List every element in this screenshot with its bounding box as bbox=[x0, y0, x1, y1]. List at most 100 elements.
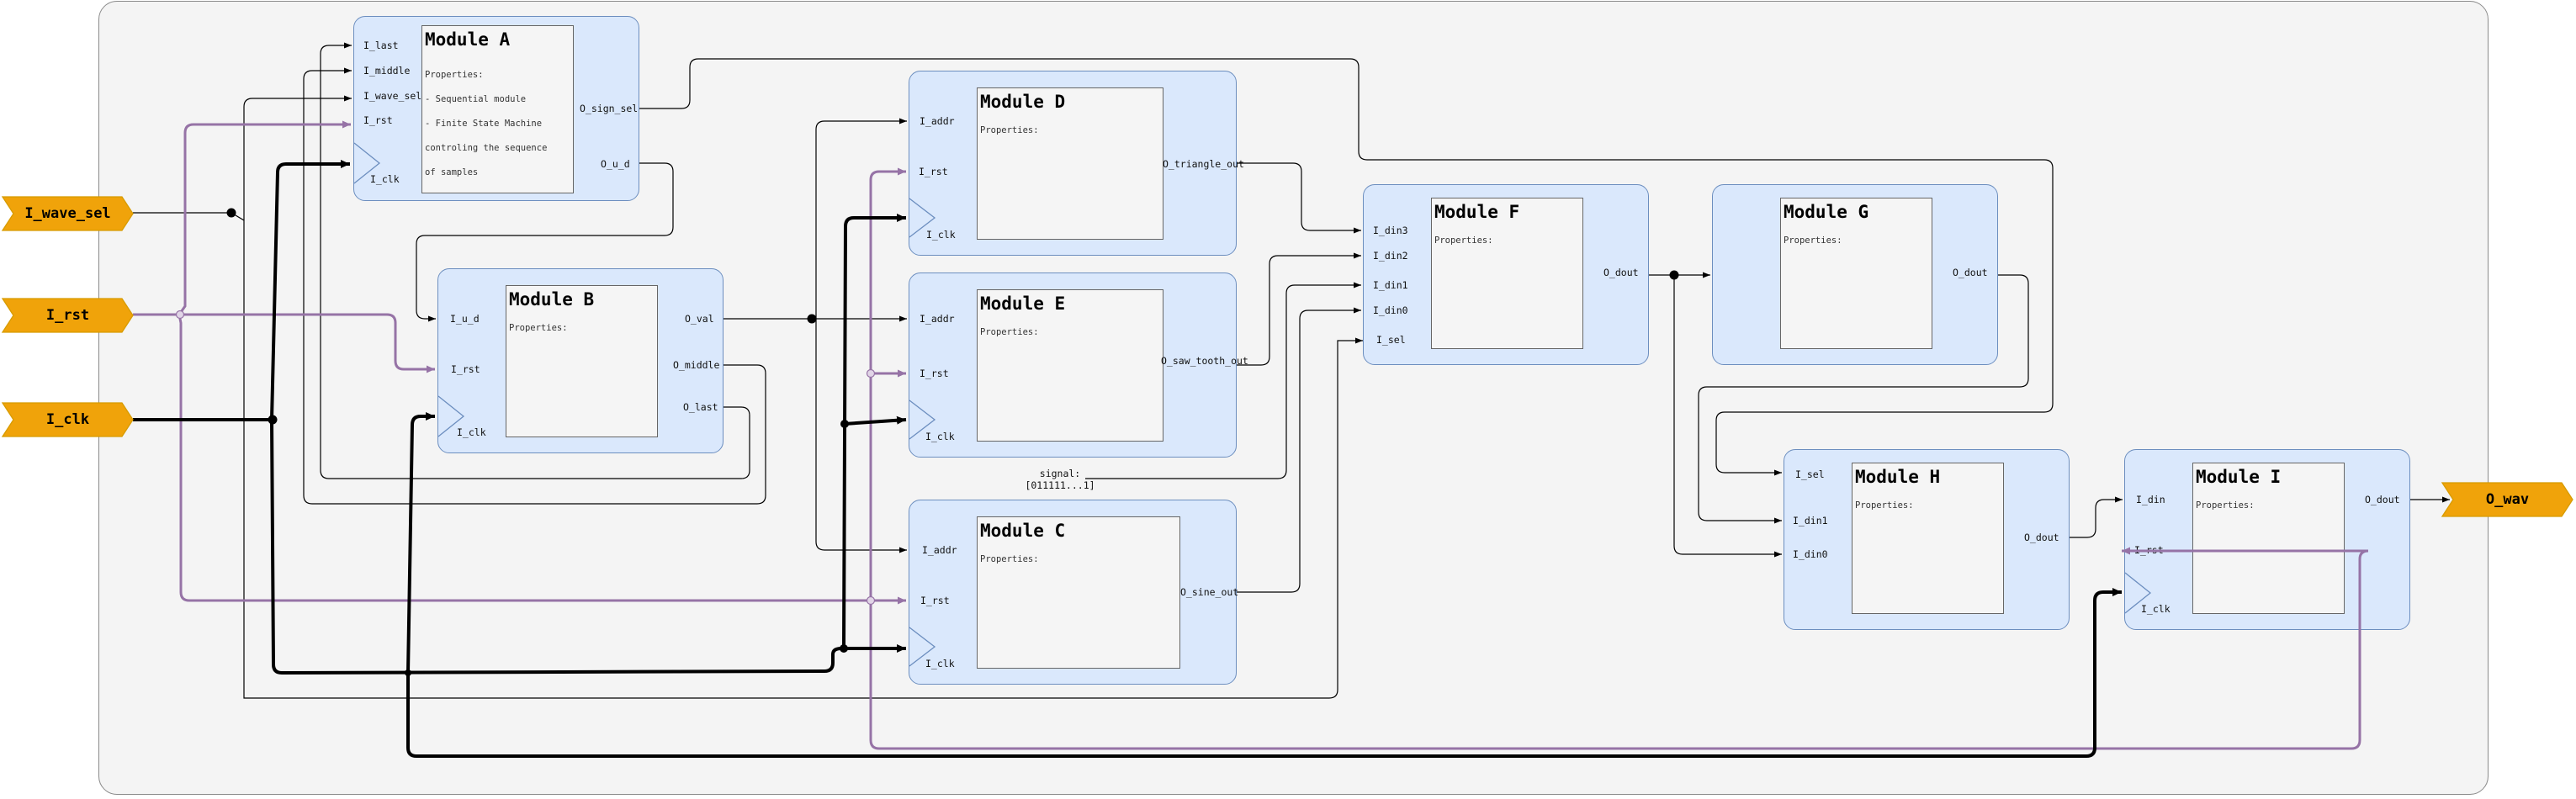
wire-o-sign-sel bbox=[639, 58, 2054, 476]
module-a-properties-label: Properties: bbox=[425, 70, 484, 80]
module-g-title: Module G bbox=[1784, 202, 1869, 222]
module-a-body: Module A Properties: - Sequential module… bbox=[421, 25, 574, 193]
port-d-o-triangle-out: O_triangle_out bbox=[1163, 158, 1244, 170]
port-h-o-dout: O_dout bbox=[2024, 532, 2059, 543]
module-a-property: - Sequential module bbox=[425, 94, 527, 104]
junction-rst bbox=[175, 310, 185, 320]
junction-clk-e bbox=[840, 420, 849, 428]
signal-annotation-line2: [011111...1] bbox=[1025, 479, 1095, 491]
wire-signal-const bbox=[1085, 282, 1361, 479]
port-a-i-middle: I_middle bbox=[363, 65, 411, 77]
port-b-i-clk: I_clk bbox=[457, 426, 486, 438]
module-d[interactable]: Module D Properties: bbox=[909, 71, 1237, 256]
module-c-properties-label: Properties: bbox=[980, 554, 1039, 564]
port-a-o-sign-sel: O_sign_sel bbox=[580, 103, 639, 114]
wire-rst-to-d-e-i bbox=[869, 167, 906, 601]
module-g-properties-label: Properties: bbox=[1784, 235, 1842, 246]
junction-f-dout bbox=[1669, 270, 1679, 280]
module-e[interactable]: Module E Properties: bbox=[909, 273, 1237, 458]
input-pin-wave-sel[interactable]: I_wave_sel bbox=[24, 205, 111, 222]
module-e-properties-label: Properties: bbox=[980, 327, 1039, 337]
port-d-i-rst: I_rst bbox=[919, 166, 948, 177]
port-c-i-rst: I_rst bbox=[920, 595, 950, 606]
module-i-title: Module I bbox=[2196, 467, 2282, 487]
input-pin-rst[interactable]: I_rst bbox=[45, 307, 90, 324]
module-a-title: Module A bbox=[425, 29, 511, 50]
port-a-i-rst: I_rst bbox=[363, 114, 393, 126]
port-e-o-saw-tooth-out: O_saw_tooth_out bbox=[1161, 355, 1248, 367]
clock-triangle-e bbox=[909, 400, 936, 440]
module-b-properties-label: Properties: bbox=[509, 323, 568, 333]
junction-wave-sel bbox=[226, 208, 236, 218]
module-h[interactable]: Module H Properties: bbox=[1784, 449, 2070, 630]
module-b[interactable]: Module B Properties: bbox=[437, 268, 724, 453]
module-b-title: Module B bbox=[509, 289, 595, 310]
wire-clk-to-i bbox=[406, 588, 2122, 758]
module-b-body: Module B Properties: bbox=[506, 285, 658, 437]
port-c-i-addr: I_addr bbox=[922, 544, 957, 556]
wire-sine-out bbox=[1237, 307, 1361, 593]
pin-shape-wave-sel bbox=[1, 196, 134, 231]
module-c-body: Module C Properties: bbox=[977, 516, 1180, 669]
module-e-title: Module E bbox=[980, 294, 1066, 314]
module-a[interactable]: Module A Properties: - Sequential module… bbox=[353, 16, 639, 201]
module-f[interactable]: Module F Properties: bbox=[1363, 184, 1649, 365]
port-d-i-clk: I_clk bbox=[926, 229, 956, 241]
module-d-body: Module D Properties: bbox=[977, 87, 1163, 240]
port-a-i-last: I_last bbox=[363, 40, 399, 51]
clock-triangle-a bbox=[353, 142, 381, 184]
wire-saw-tooth-out bbox=[1237, 252, 1361, 366]
port-i-i-din: I_din bbox=[2136, 494, 2165, 505]
wire-val-to-d bbox=[812, 118, 907, 320]
junction-clk-c bbox=[840, 644, 848, 653]
module-i[interactable]: Module I Properties: bbox=[2124, 449, 2410, 630]
module-e-body: Module E Properties: bbox=[977, 289, 1163, 442]
wire-o-last bbox=[320, 42, 750, 479]
module-h-properties-label: Properties: bbox=[1855, 500, 1914, 511]
wire-g-dout bbox=[1698, 274, 2029, 524]
module-c-title: Module C bbox=[980, 521, 1066, 541]
junction-o-val bbox=[807, 314, 817, 324]
port-f-i-din0: I_din0 bbox=[1373, 304, 1408, 316]
port-a-i-clk: I_clk bbox=[370, 173, 400, 185]
module-a-property: of samples bbox=[425, 167, 479, 177]
module-g[interactable]: Module G Properties: bbox=[1712, 184, 1998, 365]
port-f-i-din2: I_din2 bbox=[1373, 250, 1408, 262]
junction-clk bbox=[268, 415, 278, 425]
wire-val-to-c bbox=[815, 319, 907, 553]
wire-h-dout bbox=[2070, 496, 2123, 538]
port-b-o-middle: O_middle bbox=[673, 359, 720, 371]
port-f-i-din3: I_din3 bbox=[1373, 225, 1408, 236]
module-f-title: Module F bbox=[1434, 202, 1520, 222]
wire-o-middle bbox=[303, 67, 766, 505]
port-e-i-clk: I_clk bbox=[925, 431, 955, 442]
signal-annotation-line1: signal: bbox=[1039, 468, 1081, 479]
output-pin-wav[interactable]: O_wav bbox=[2485, 491, 2530, 508]
module-f-body: Module F Properties: bbox=[1431, 198, 1583, 349]
port-i-i-clk: I_clk bbox=[2141, 603, 2171, 615]
port-f-i-sel: I_sel bbox=[1376, 334, 1406, 346]
port-e-i-rst: I_rst bbox=[920, 368, 949, 379]
port-b-i-rst: I_rst bbox=[451, 363, 480, 375]
module-c[interactable]: Module C Properties: bbox=[909, 500, 1237, 685]
port-b-o-val: O_val bbox=[685, 313, 714, 325]
port-d-i-addr: I_addr bbox=[920, 115, 955, 127]
wire-wave-sel-to-a bbox=[231, 212, 1363, 699]
port-b-i-u-d: I_u_d bbox=[450, 313, 480, 325]
port-e-i-addr: I_addr bbox=[920, 313, 955, 325]
input-pin-clk[interactable]: I_clk bbox=[45, 411, 90, 428]
clock-triangle-c bbox=[909, 627, 936, 667]
port-h-i-sel: I_sel bbox=[1795, 468, 1825, 480]
module-g-body: Module G Properties: bbox=[1780, 198, 1932, 349]
module-h-title: Module H bbox=[1855, 467, 1941, 487]
junction-clk-bus bbox=[405, 669, 411, 676]
wire-clk-to-a bbox=[270, 160, 350, 421]
wire-triangle-out bbox=[1237, 162, 1361, 234]
port-g-o-dout: O_dout bbox=[1953, 267, 1988, 278]
wire-clk-to-e bbox=[844, 415, 907, 426]
wire-clk-bus bbox=[270, 419, 906, 675]
module-d-title: Module D bbox=[980, 92, 1066, 112]
port-i-o-dout: O_dout bbox=[2365, 494, 2400, 505]
port-b-o-last: O_last bbox=[683, 401, 718, 413]
junction-rst-c bbox=[866, 595, 876, 606]
